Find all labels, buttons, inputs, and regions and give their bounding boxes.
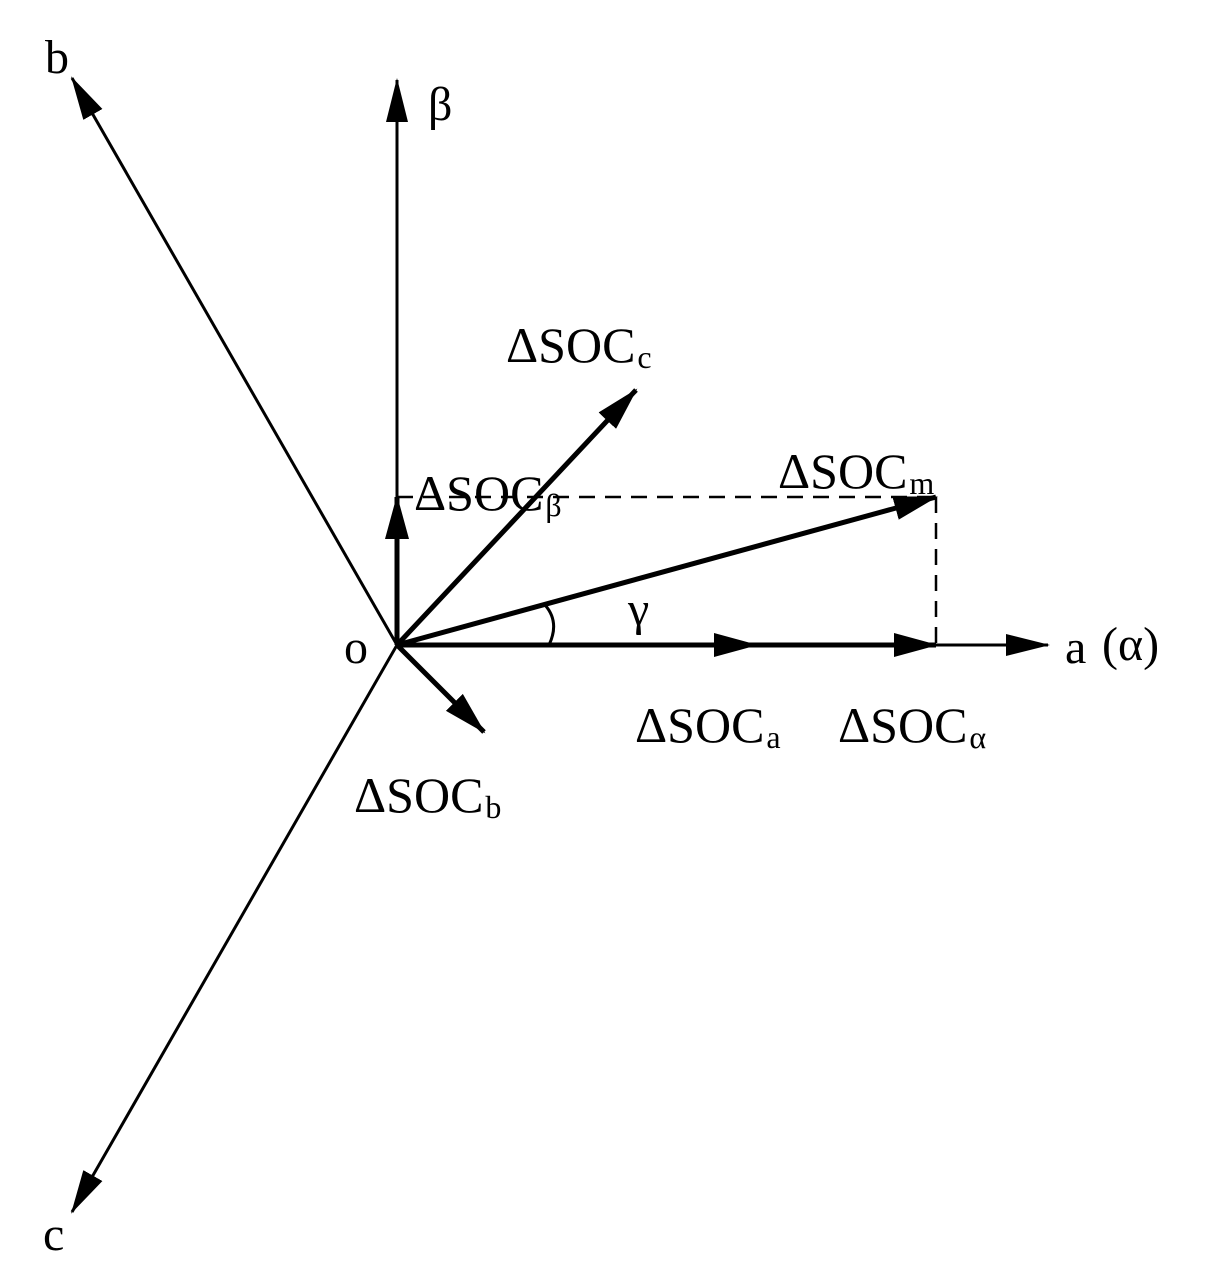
label-delta-soc-alpha: ΔSOCα (838, 697, 986, 755)
vector-delta-soc-m (396, 494, 938, 648)
c-axis (70, 644, 399, 1214)
label-delta-soc-a: ΔSOCa (635, 697, 781, 755)
vector-delta-soc-c (395, 388, 638, 647)
label-delta-soc-b: ΔSOCb (354, 767, 501, 825)
b-axis (70, 76, 399, 646)
label-a-axis: a (1065, 621, 1086, 674)
label-beta-axis: β (428, 78, 452, 131)
angle-gamma-arc (543, 604, 556, 646)
label-b-axis: b (45, 31, 69, 84)
vector-delta-soc-b (395, 643, 486, 734)
label-origin: o (344, 621, 368, 674)
label-c-axis: c (43, 1208, 64, 1261)
label-delta-soc-beta: ΔSOCβ (414, 465, 562, 523)
label-gamma: γ (627, 583, 649, 636)
label-delta-soc-m: ΔSOCm (778, 443, 934, 501)
label-delta-soc-c: ΔSOCc (506, 317, 652, 375)
label-alpha-axis: (α) (1102, 618, 1159, 671)
